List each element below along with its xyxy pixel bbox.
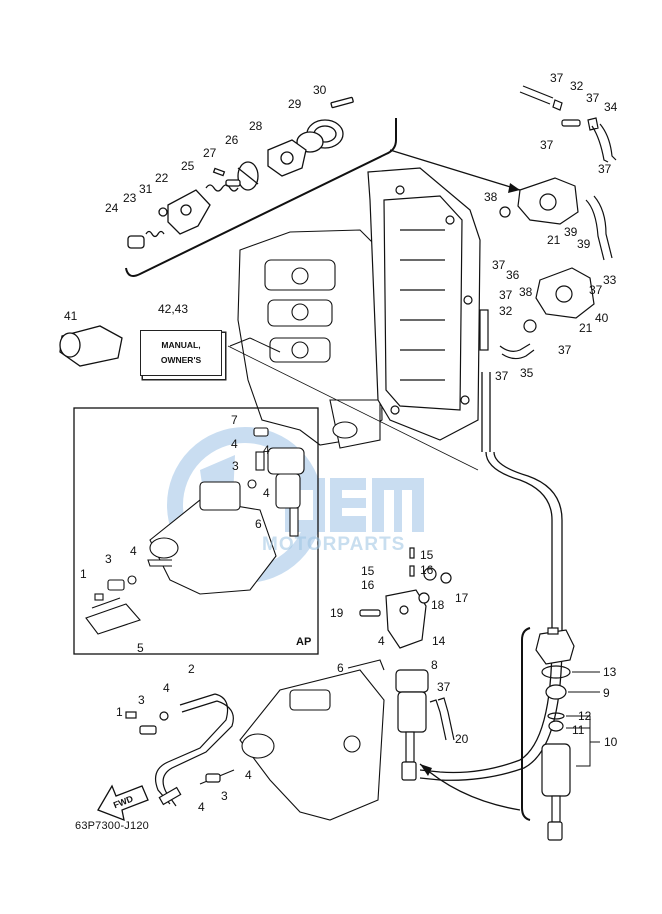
callout-15: 15 [420,548,434,562]
group-bracket-top [125,118,397,277]
callout-4: 4 [163,681,170,695]
callout-25: 25 [181,159,195,173]
callout-37: 37 [589,283,603,297]
callout-24: 24 [105,201,119,215]
callout-10: 10 [604,735,618,749]
fuel-pump-assembly-lower [479,267,595,360]
inset-contents [85,427,305,635]
callout-21: 21 [579,321,593,335]
owners-manual-box: MANUAL, OWNER'S [140,330,222,376]
callout-37: 37 [558,343,572,357]
callout-3: 3 [138,693,145,707]
callout-4: 4 [263,486,270,500]
part-41-bag [59,325,123,367]
fuel-pump-assembly-upper [499,85,617,261]
cylinder-cover [367,167,481,441]
inset-frame-ap [73,407,319,655]
callout-4: 4 [263,443,270,457]
callout-33: 33 [603,273,617,287]
callout-3: 3 [105,552,112,566]
manual-line-2: OWNER'S [160,355,202,365]
diagram-code: 63P7300-J120 [75,820,149,832]
callout-38: 38 [484,190,498,204]
inset-label: AP [296,636,312,648]
callout-30: 30 [313,83,327,97]
fuel-filter-center [359,547,455,781]
callout-4: 4 [378,634,385,648]
callout-37: 37 [540,138,554,152]
callout-4: 4 [245,768,252,782]
callout-8: 8 [431,658,438,672]
callout-4: 4 [231,437,238,451]
callout-14: 14 [432,634,446,648]
callout-39: 39 [577,237,591,251]
callout-12: 12 [578,709,592,723]
fuel-pump-exploded [127,96,354,249]
callout-36: 36 [506,268,520,282]
lower-engine-base [199,659,385,821]
callout-37: 37 [598,162,612,176]
callout-37: 37 [437,680,451,694]
callout-4: 4 [130,544,137,558]
callout-39: 39 [564,225,578,239]
callout-32: 32 [570,79,584,93]
callout-41: 41 [64,309,78,323]
callout-13: 13 [603,665,617,679]
fwd-arrow: FWD [97,784,149,822]
callout-34: 34 [604,100,618,114]
callout-32: 32 [499,304,513,318]
callout-9: 9 [603,686,610,700]
callout-3: 3 [221,789,228,803]
callout-18: 18 [431,598,445,612]
watermark-text: MOTORPARTS [262,534,406,555]
callout-28: 28 [249,119,263,133]
callout-40: 40 [595,311,609,325]
callout-6: 6 [337,661,344,675]
lower-left-hose [125,693,234,807]
callout-4: 4 [198,800,205,814]
callout-6: 6 [255,517,262,531]
callout-29: 29 [288,97,302,111]
callout-5: 5 [137,641,144,655]
callout-3: 3 [232,459,239,473]
callout-21: 21 [547,233,561,247]
engine-block [237,229,383,449]
callout-35: 35 [520,366,534,380]
callout-37: 37 [499,288,513,302]
callout-22: 22 [155,171,169,185]
callout-17: 17 [455,591,469,605]
callout-31: 31 [139,182,153,196]
callout-37: 37 [495,369,509,383]
callout-42-43: 42,43 [158,302,188,316]
callout-2: 2 [188,662,195,676]
callout-37: 37 [492,258,506,272]
callout-23: 23 [123,191,137,205]
callout-layer: 3029282726252231232437323734373738213937… [64,71,618,814]
callout-38: 38 [519,285,533,299]
callout-16: 16 [420,563,434,577]
callout-27: 27 [203,146,217,160]
callout-7: 7 [231,413,238,427]
callout-19: 19 [330,606,344,620]
fuel-filter-right [535,627,575,841]
callout-26: 26 [225,133,239,147]
callout-37: 37 [550,71,564,85]
manual-line-1: MANUAL, [161,340,201,350]
callout-16: 16 [361,578,375,592]
callout-37: 37 [586,91,600,105]
callout-20: 20 [455,732,469,746]
group-bracket-right [521,627,531,821]
callout-11: 11 [572,723,585,737]
callout-1: 1 [80,567,87,581]
callout-15: 15 [361,564,375,578]
callout-1: 1 [116,705,123,719]
leader-to-pump [389,149,521,191]
